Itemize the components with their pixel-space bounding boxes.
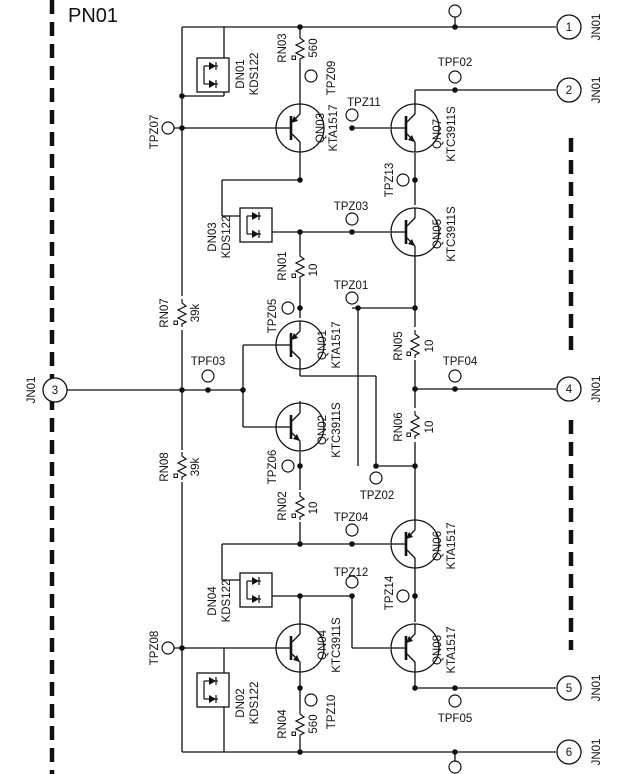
label-tpf03: TPF03 xyxy=(191,356,226,368)
label-qn02-ref: QN02 xyxy=(317,415,329,445)
label-qn01-ref: QN01 xyxy=(317,330,329,360)
resistor-rn01-symbol xyxy=(291,251,305,281)
resistor-rn08-symbol xyxy=(173,451,187,481)
test-point-circles xyxy=(161,4,462,774)
label-tpz09: TPZ09 xyxy=(326,61,338,96)
label-qn02-part: KTC3911S xyxy=(331,402,343,458)
board-title: PN01 xyxy=(68,5,118,27)
svg-text:2: 2 xyxy=(566,85,572,97)
label-tpz02: TPZ02 xyxy=(360,490,395,502)
label-rn07-value: 39k xyxy=(190,303,202,322)
label-dn03-ref: DN03 xyxy=(207,222,219,251)
label-rn01-ref: RN01 xyxy=(277,251,289,280)
label-tpf04: TPF04 xyxy=(443,356,478,368)
label-qn06-part: KTA1517 xyxy=(446,522,458,569)
resistor-rn06-symbol xyxy=(406,410,420,440)
label-tpz12: TPZ12 xyxy=(334,567,369,579)
connector-jn01-6: 6 JN01 xyxy=(556,739,603,766)
label-tpf02: TPF02 xyxy=(438,57,473,69)
svg-text:JN01: JN01 xyxy=(591,14,603,41)
label-rn08-ref: RN08 xyxy=(159,452,171,481)
label-tpz10: TPZ10 xyxy=(326,695,338,730)
connector-jn01-4: 4 JN01 xyxy=(556,376,603,403)
connector-jn01-1: 1 JN01 xyxy=(556,14,603,41)
label-rn08-value: 39k xyxy=(190,457,202,476)
label-dn03-part: KDS122 xyxy=(221,216,233,259)
diode-dn04-symbol xyxy=(239,572,273,608)
label-qn03-ref: QN03 xyxy=(315,113,327,143)
resistor-rn03-symbol xyxy=(291,33,305,63)
resistor-rn05-symbol xyxy=(406,329,420,359)
label-qn06-ref: QN06 xyxy=(432,531,444,561)
diode-dn03-symbol xyxy=(239,207,273,243)
label-tpz08: TPZ08 xyxy=(149,631,161,666)
connector-jn01-5: 5 JN01 xyxy=(556,675,603,702)
label-qn08-ref: QN08 xyxy=(432,635,444,665)
label-qn04-part: KTC3911S xyxy=(331,617,343,673)
connector-jn01-3: 3 JN01 xyxy=(26,377,68,404)
svg-text:1: 1 xyxy=(566,22,572,34)
label-dn04-ref: DN04 xyxy=(207,586,219,616)
label-rn06-ref: RN06 xyxy=(393,412,405,441)
svg-text:JN01: JN01 xyxy=(591,675,603,702)
diode-dn02-symbol xyxy=(196,672,230,708)
resistor-rn02-symbol xyxy=(291,491,305,521)
svg-text:6: 6 xyxy=(566,747,572,759)
label-rn05-ref: RN05 xyxy=(393,331,405,360)
svg-text:JN01: JN01 xyxy=(591,739,603,766)
label-rn04-value: 560 xyxy=(308,714,320,733)
svg-text:5: 5 xyxy=(566,683,572,695)
label-dn02-part: KDS122 xyxy=(249,682,261,725)
resistor-rn04-symbol xyxy=(291,709,305,739)
label-rn02-value: 10 xyxy=(308,502,320,515)
label-rn04-ref: RN04 xyxy=(277,709,289,739)
label-qn07-part: KTC3911S xyxy=(446,106,458,162)
svg-text:JN01: JN01 xyxy=(26,377,38,404)
label-qn01-part: KTA1517 xyxy=(331,321,343,368)
junction-dots xyxy=(179,24,458,755)
label-tpz05: TPZ05 xyxy=(267,299,279,334)
label-dn02-ref: DN02 xyxy=(235,688,247,717)
diode-dn01-symbol xyxy=(196,57,230,93)
svg-text:4: 4 xyxy=(566,384,573,396)
svg-text:JN01: JN01 xyxy=(591,77,603,104)
resistor-rn07-symbol xyxy=(173,298,187,328)
label-tpz14: TPZ14 xyxy=(384,575,396,610)
label-rn02-ref: RN02 xyxy=(277,491,289,520)
label-tpz11: TPZ11 xyxy=(347,97,381,109)
wiring xyxy=(67,17,556,765)
label-tpz01: TPZ01 xyxy=(334,280,369,292)
label-rn06-value: 10 xyxy=(424,421,436,434)
label-qn05-ref: QN05 xyxy=(432,219,444,249)
label-qn08-part: KTA1517 xyxy=(446,626,458,673)
label-qn05-part: KTC3911S xyxy=(446,206,458,262)
label-dn04-part: KDS122 xyxy=(221,580,233,623)
svg-text:JN01: JN01 xyxy=(591,376,603,403)
label-tpz06: TPZ06 xyxy=(267,450,279,485)
label-qn04-ref: QN04 xyxy=(317,629,329,660)
connector-jn01-2: 2 JN01 xyxy=(556,77,603,104)
label-rn03-ref: RN03 xyxy=(277,33,289,62)
label-rn07-ref: RN07 xyxy=(159,298,171,327)
label-qn07-ref: QN07 xyxy=(432,119,444,149)
label-rn03-value: 560 xyxy=(308,38,320,57)
label-dn01-ref: DN01 xyxy=(235,59,247,88)
label-tpz13: TPZ13 xyxy=(384,163,396,198)
label-tpf05: TPF05 xyxy=(438,713,473,725)
label-rn01-value: 10 xyxy=(308,264,320,277)
label-qn03-part: KTA1517 xyxy=(328,104,340,151)
label-dn01-part: KDS122 xyxy=(249,53,261,96)
label-tpz07: TPZ07 xyxy=(149,115,161,150)
label-tpz03: TPZ03 xyxy=(334,201,369,213)
label-tpz04: TPZ04 xyxy=(334,512,369,524)
svg-text:3: 3 xyxy=(52,385,58,397)
label-rn05-value: 10 xyxy=(424,340,436,353)
